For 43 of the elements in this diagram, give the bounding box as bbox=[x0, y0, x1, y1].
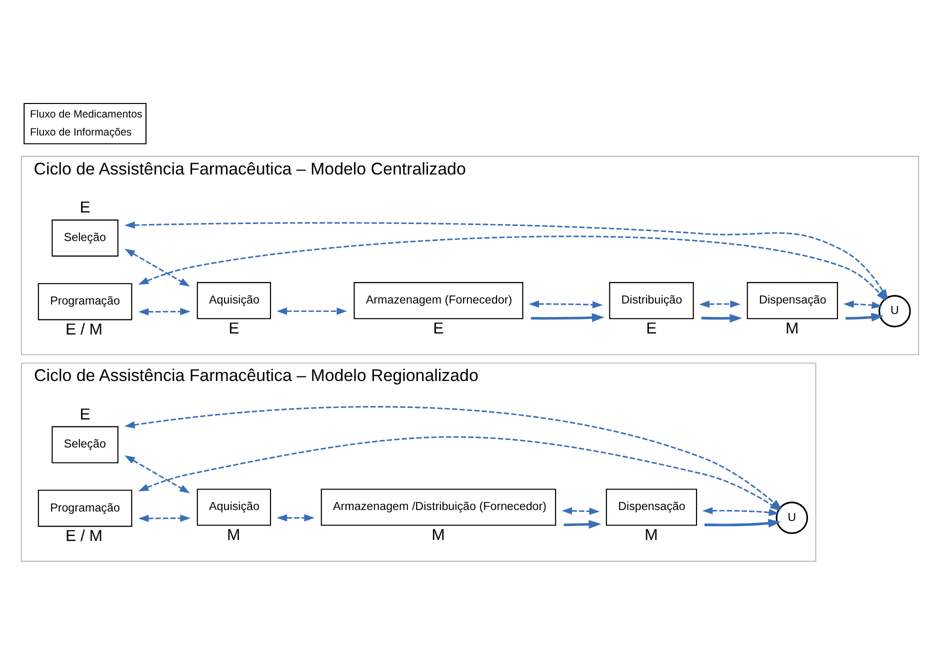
node-label: M bbox=[786, 320, 799, 337]
arrow bbox=[124, 248, 190, 286]
arrow bbox=[704, 518, 781, 528]
node-box: Programação bbox=[38, 282, 132, 320]
node-box: Distribuição bbox=[609, 282, 694, 319]
node-label: E / M bbox=[65, 321, 102, 338]
arrow bbox=[843, 300, 882, 308]
node-box: Armazenagem /Distribuição (Fornecedor) bbox=[320, 488, 556, 526]
arrow bbox=[530, 312, 604, 322]
node-box: Dispensação bbox=[606, 488, 698, 526]
arrow bbox=[138, 307, 191, 315]
node-label: E / M bbox=[65, 528, 102, 545]
node-label: E bbox=[646, 320, 657, 337]
arrow bbox=[528, 300, 603, 308]
arrow bbox=[699, 300, 741, 308]
arrow bbox=[138, 235, 886, 301]
node-box: Aquisição bbox=[196, 488, 272, 526]
node-circle: U bbox=[776, 501, 808, 534]
node-label: M bbox=[227, 526, 240, 544]
node-label: M bbox=[432, 526, 445, 544]
node-circle: U bbox=[878, 294, 911, 327]
node-label: E bbox=[228, 320, 240, 337]
arrow bbox=[846, 312, 884, 322]
arrow bbox=[276, 307, 348, 314]
node-box: Programação bbox=[38, 489, 132, 526]
arrow bbox=[702, 506, 780, 516]
legend-label: Fluxo de Informações bbox=[30, 126, 132, 138]
node-label: M bbox=[644, 526, 658, 544]
arrow bbox=[124, 454, 190, 493]
arrow bbox=[138, 514, 191, 522]
node-box: Seleção bbox=[52, 426, 118, 463]
node-box: Armazenagem (Fornecedor) bbox=[354, 282, 524, 319]
node-label: E bbox=[433, 320, 444, 337]
node-box: Dispensação bbox=[746, 282, 838, 319]
arrow bbox=[562, 506, 600, 514]
node-label: E bbox=[80, 406, 90, 423]
node-box: Seleção bbox=[52, 219, 118, 256]
node-box: Aquisição bbox=[196, 282, 272, 319]
arrow bbox=[276, 514, 315, 521]
legend-label: Fluxo de Medicamentos bbox=[30, 108, 142, 120]
arrow bbox=[564, 520, 602, 528]
arrow bbox=[701, 313, 742, 322]
node-label: E bbox=[80, 199, 90, 216]
